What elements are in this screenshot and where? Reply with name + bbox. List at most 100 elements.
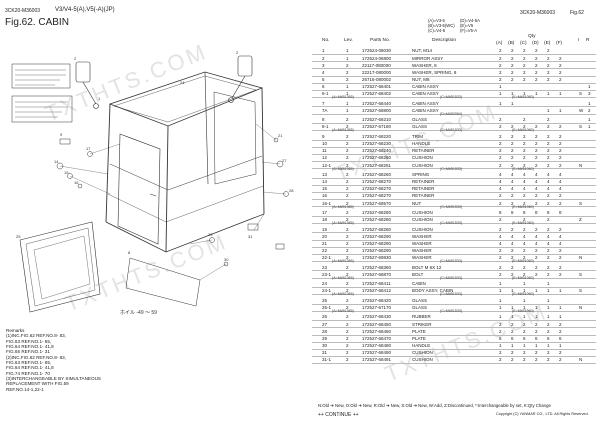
serial-range-row: (A=M#51365)(C=M#51533)(E=M#51060) [312,95,596,99]
serial-range-row: (A=M#51365)(C=M#51533)(E=M#51060) [312,221,596,225]
part-number: 172527-68412 [362,288,392,294]
part-level: 1 [346,107,349,113]
serial-range: (E=M#51060) [512,128,534,133]
part-qty: 2 [535,200,538,206]
part-level: 2 [346,193,349,199]
part-qty: 1 [523,305,526,311]
part-qty: 2 [547,264,550,270]
part-description: CABIN ASSY [412,100,439,106]
serial-range-row: (A=M#51365)(C=M#51533)(E=M#51060) [312,292,596,296]
part-description: GLASS [412,117,428,123]
part-qty: 8 [511,210,514,216]
serial-range: (A=M#51365) [332,292,354,297]
part-level: 2 [346,186,349,192]
part-ref-no: 7 [322,100,325,106]
part-qty: 4 [523,240,526,246]
part-remark-ref: 2 [588,107,591,113]
part-qty: 4 [547,240,550,246]
part-level: 2 [346,233,349,239]
svg-text:24: 24 [180,80,185,85]
part-qty: 2 [511,62,514,68]
part-qty: 2 [535,148,538,154]
part-ref-no: 31-1 [322,357,332,363]
part-qty: 2 [523,328,526,334]
part-qty: 2 [499,217,502,223]
part-qty: 2 [547,48,550,54]
part-qty: 1 [499,84,502,90]
part-qty: 4 [559,240,562,246]
part-qty: 2 [499,148,502,154]
serial-range-row: (A=M#51365)(C=M#51533)(E=M#51060) [312,205,596,209]
legend-item: (F)=V5-A [460,28,478,33]
part-qty: 2 [547,133,550,139]
serial-range: (A=M#51365) [332,309,354,313]
part-qty: 2 [499,155,502,161]
part-number: 172527-67170 [362,305,392,311]
part-qty: 2 [547,141,550,147]
part-ref-no: 6 [322,84,325,90]
part-number: 172527-68230 [362,141,392,147]
part-level: 2 [346,124,349,130]
part-qty: 4 [499,171,502,177]
part-level: 1 [346,84,349,90]
part-number: 172527-69570 [362,200,392,206]
part-number: 22217-080000 [362,69,392,75]
part-ref-no: 12-1 [322,162,332,168]
part-description: SPRING [412,171,430,177]
part-qty: 2 [523,200,526,206]
remarks-line: FIG.64 REF.NO.1- 41,8 [6,344,54,350]
part-qty: 1 [499,305,502,311]
part-description: PLATE [412,335,426,341]
part-qty: 2 [523,155,526,161]
page-title: Fig.62. CABIN [5,17,69,28]
part-description: WASHER [412,240,432,246]
part-qty: 4 [559,233,562,239]
col-qty-a: (A) [496,41,503,46]
part-qty: 1 [499,314,502,320]
part-qty: 2 [547,124,550,130]
part-interchange-code: S [579,91,583,97]
part-number: 172527-68401 [362,84,392,90]
part-number: 172527-68460 [362,328,392,334]
part-qty: 2 [535,248,538,254]
part-qty: 2 [559,148,562,154]
part-qty: 1 [535,91,538,97]
part-ref-no: 11 [322,148,327,154]
part-number: 22117-080000 [362,62,391,68]
part-qty: 2 [559,264,562,270]
legend-item: (A)=V3-5 [428,18,445,23]
serial-range: (C=M#51533) [440,309,463,313]
part-qty: 2 [547,155,550,161]
serial-range: (A=M#51365) [332,259,354,264]
part-qty: 1 [535,288,538,294]
part-qty: 4 [559,186,562,192]
part-qty: 1 [547,314,550,320]
part-ref-no: 16-1 [322,200,332,206]
serial-range: (A=M#51365) [332,275,354,280]
part-number: 172527-68260 [362,171,392,177]
part-level: 2 [346,76,349,82]
part-qty: 2 [559,357,562,363]
serial-range-row: (A=M#51365)(C=M#51533)(E=M#51060) [312,309,596,313]
part-qty: 2 [523,193,526,199]
part-qty: 2 [547,193,550,199]
part-qty: 1 [511,288,514,294]
part-qty: 8 [535,210,538,216]
part-qty: 2 [523,117,526,123]
part-interchange-code: W [579,107,584,113]
col-i: I [578,38,580,43]
part-level: 2 [346,281,349,287]
part-qty: 2 [547,248,550,254]
part-qty: 8 [523,210,526,216]
part-qty: 2 [547,62,550,68]
part-qty: 2 [499,76,502,82]
part-description: NUT [412,200,422,206]
part-ref-no: 14 [322,179,328,185]
